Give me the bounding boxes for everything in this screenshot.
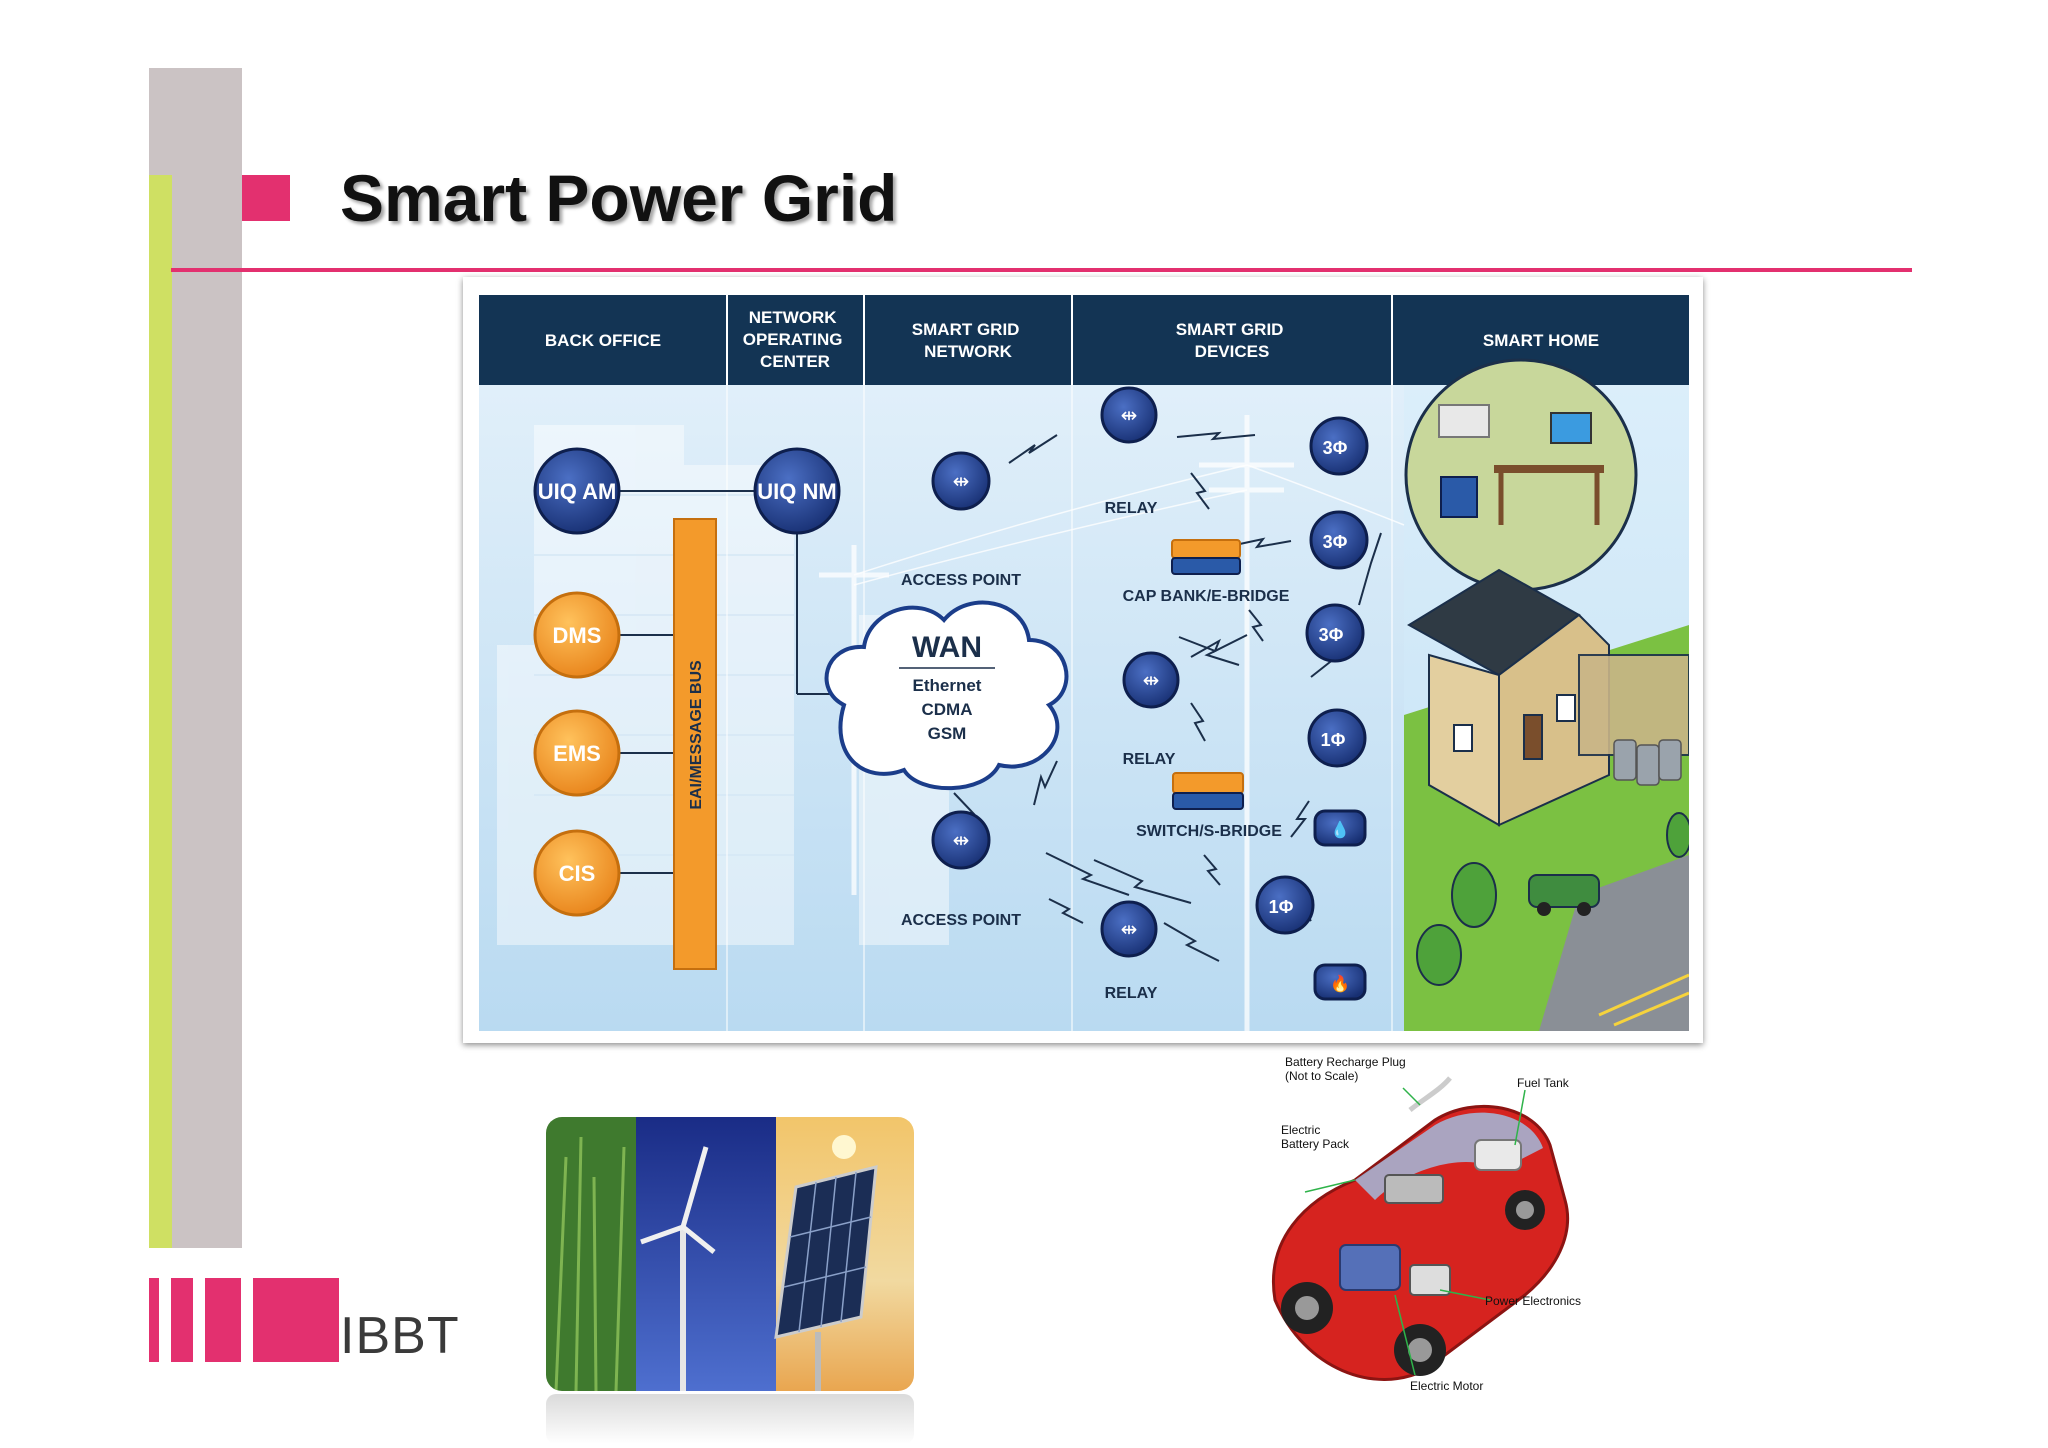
- meter-3phase-1: 3Φ: [1309, 416, 1369, 476]
- wan-protocol-ethernet: Ethernet: [913, 676, 982, 695]
- wan-protocol-cdma: CDMA: [922, 700, 973, 719]
- node-dms: DMS: [533, 591, 621, 679]
- relay-middle: ⇹: [1122, 651, 1180, 709]
- label-access-point-lower: ACCESS POINT: [901, 912, 1021, 929]
- svg-text:⇹: ⇹: [1121, 919, 1138, 941]
- label-access-point-upper: ACCESS POINT: [901, 572, 1021, 589]
- svg-text:1Φ: 1Φ: [1269, 897, 1294, 917]
- label-relay-top: RELAY: [1105, 500, 1158, 517]
- renewable-energy-photo: [546, 1117, 914, 1391]
- svg-text:💧: 💧: [1330, 820, 1350, 839]
- svg-text:3Φ: 3Φ: [1319, 625, 1344, 645]
- label-relay-bottom: RELAY: [1105, 985, 1158, 1002]
- relay-bottom: ⇹: [1100, 900, 1158, 958]
- svg-text:⇹: ⇹: [1143, 670, 1160, 692]
- title-underline: [171, 268, 1912, 272]
- node-cis: CIS: [533, 829, 621, 917]
- svg-text:UIQ NM: UIQ NM: [757, 479, 836, 504]
- access-point-upper: ⇹: [931, 451, 991, 511]
- switch-bridge: [1172, 772, 1244, 810]
- relay-top: ⇹: [1100, 386, 1158, 444]
- smart-home-scene: [1404, 358, 1689, 1031]
- title-bullet-square: [242, 175, 290, 221]
- svg-text:🔥: 🔥: [1330, 974, 1350, 993]
- svg-text:CIS: CIS: [559, 861, 596, 886]
- column-smart-grid-network: SMART GRID NETWORK: [912, 320, 1024, 361]
- column-back-office: BACK OFFICE: [545, 331, 661, 350]
- label-battery-pack: Electric Battery Pack: [1281, 1123, 1350, 1151]
- node-uiq-nm: UIQ NM: [753, 447, 841, 535]
- gas-meter-icon: 🔥: [1313, 963, 1367, 1001]
- svg-text:3Φ: 3Φ: [1323, 438, 1348, 458]
- label-relay-middle: RELAY: [1123, 751, 1176, 768]
- meter-3phase-3: 3Φ: [1305, 603, 1365, 663]
- meter-1phase-1: 1Φ: [1307, 708, 1367, 768]
- svg-text:DMS: DMS: [553, 623, 602, 648]
- wan-title: WAN: [912, 631, 982, 664]
- side-bar-green: [149, 175, 172, 1248]
- svg-text:⇹: ⇹: [953, 471, 970, 493]
- svg-text:UIQ AM: UIQ AM: [538, 479, 617, 504]
- node-uiq-am: UIQ AM: [533, 447, 621, 535]
- label-electric-motor: Electric Motor: [1410, 1379, 1483, 1393]
- label-battery-recharge-plug: Battery Recharge Plug (Not to Scale): [1285, 1055, 1409, 1083]
- water-meter-icon: 💧: [1313, 809, 1367, 847]
- svg-text:⇹: ⇹: [953, 830, 970, 852]
- message-bus: EAI/MESSAGE BUS: [673, 518, 717, 970]
- message-bus-label: EAI/MESSAGE BUS: [688, 660, 705, 810]
- meter-1phase-2: 1Φ: [1255, 875, 1315, 935]
- svg-text:1Φ: 1Φ: [1321, 730, 1346, 750]
- wan-cloud: WAN Ethernet CDMA GSM: [824, 600, 1069, 791]
- smart-grid-diagram: BACK OFFICE NETWORK OPERATING CENTER SMA…: [479, 295, 1689, 1031]
- label-power-electronics: Power Electronics: [1485, 1294, 1581, 1308]
- column-smart-grid-devices: SMART GRID DEVICES: [1176, 320, 1288, 361]
- node-ems: EMS: [533, 709, 621, 797]
- svg-text:3Φ: 3Φ: [1323, 532, 1348, 552]
- slide-title: Smart Power Grid: [340, 161, 898, 235]
- column-network-operating-center: NETWORK OPERATING CENTER: [743, 308, 848, 371]
- svg-text:EMS: EMS: [553, 741, 601, 766]
- meter-3phase-2: 3Φ: [1309, 510, 1369, 570]
- label-fuel-tank: Fuel Tank: [1517, 1076, 1570, 1090]
- wan-protocol-gsm: GSM: [928, 724, 967, 743]
- photo-reflection: [546, 1394, 914, 1444]
- label-switch-bridge: SWITCH/S-BRIDGE: [1136, 823, 1282, 840]
- ibbt-logo-text: IBBT: [340, 1307, 460, 1365]
- ibbt-logo: [149, 1278, 339, 1362]
- access-point-lower: ⇹: [931, 810, 991, 870]
- column-smart-home: SMART HOME: [1483, 331, 1599, 350]
- hybrid-car-illustration: Battery Recharge Plug (Not to Scale) Fue…: [1272, 1055, 1581, 1393]
- cap-bank: [1171, 539, 1241, 575]
- label-cap-bank: CAP BANK/E-BRIDGE: [1123, 588, 1290, 605]
- svg-text:⇹: ⇹: [1121, 405, 1138, 427]
